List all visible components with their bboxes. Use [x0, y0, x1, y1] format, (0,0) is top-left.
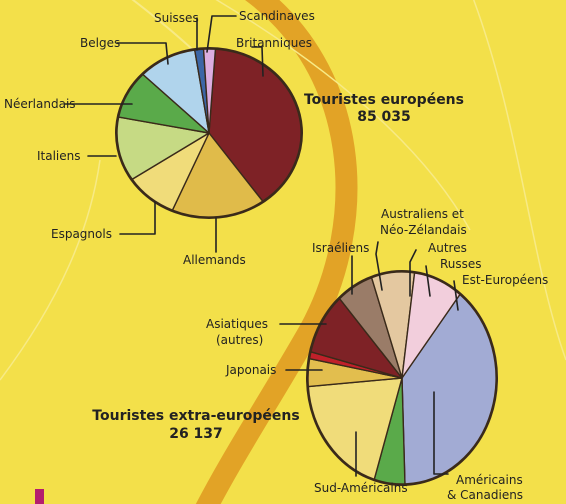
- label-espagnols: Espagnols: [51, 227, 112, 241]
- leader-americains: [433, 391, 449, 475]
- label-britanniques: Britanniques: [236, 36, 312, 50]
- label-scandinaves: Scandinaves: [239, 9, 315, 23]
- label-suisses: Suisses: [154, 11, 199, 25]
- total-extra: 26 137: [169, 426, 223, 442]
- pie-extra: [306, 270, 498, 486]
- pie-slice-eu-italiens: [116, 116, 210, 180]
- pie-slice-ex-est-europeens: [401, 272, 461, 379]
- label-australiens-line2: Néo-Zélandais: [380, 223, 467, 237]
- label-asiatiques-line2: (autres): [216, 333, 263, 347]
- total-europe: 85 035: [357, 109, 411, 125]
- accent-square: [35, 489, 44, 504]
- light-curve-4: [0, 159, 101, 381]
- leader-espagnols: [119, 201, 156, 235]
- pie-europe: [115, 47, 303, 219]
- leader-britanniques: [251, 46, 264, 77]
- label-autres: Autres: [428, 241, 467, 255]
- leader-est: [453, 280, 459, 311]
- label-americains-line1: Américains: [456, 473, 523, 487]
- leader-scandinaves: [206, 15, 237, 53]
- pie-slice-ex-americains-canadiens: [401, 293, 497, 485]
- leader-russes: [425, 265, 431, 297]
- pie-outline-eu: [115, 47, 303, 219]
- leader-australiens: [375, 241, 383, 291]
- title-extra: Touristes extra-européens: [92, 408, 299, 424]
- title-europe: Touristes européens: [304, 92, 464, 108]
- pie-outline-ex: [306, 270, 498, 486]
- pie-slice-eu-allemands: [171, 132, 264, 218]
- label-belges: Belges: [80, 36, 120, 50]
- label-japonais: Japonais: [225, 363, 276, 377]
- label-israeliens: Israéliens: [312, 241, 369, 255]
- label-asiatiques-line1: Asiatiques: [206, 317, 268, 331]
- label-sud: Sud-Américains: [314, 481, 408, 495]
- leader-autres: [409, 249, 417, 297]
- label-italiens: Italiens: [37, 149, 81, 163]
- label-americains-line2: & Canadiens: [447, 488, 523, 502]
- label-australiens-line1: Australiens et: [381, 207, 464, 221]
- europe-leaders: [64, 15, 264, 253]
- light-curve-3: [472, 0, 566, 361]
- light-curve-2: [215, 0, 471, 231]
- pie-slice-eu-britanniques: [208, 48, 302, 202]
- label-est: Est-Européens: [462, 273, 548, 287]
- label-allemands: Allemands: [183, 253, 246, 267]
- extra-leaders: [279, 241, 459, 477]
- leader-belges: [116, 42, 169, 65]
- label-russes: Russes: [440, 257, 482, 271]
- label-neerlandais: Néerlandais: [4, 97, 76, 111]
- pie-slice-ex-japonais: [307, 377, 403, 480]
